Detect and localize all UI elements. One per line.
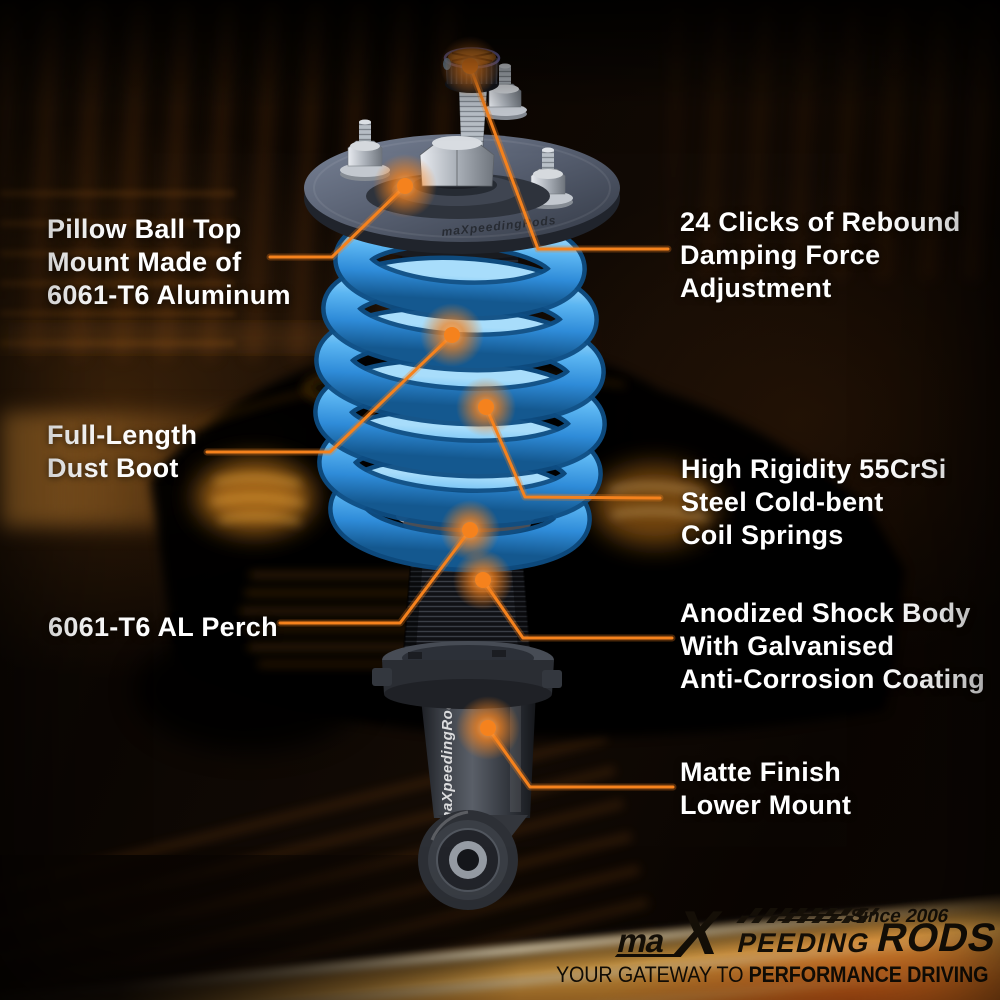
background-headlights: [197, 461, 717, 545]
callout-dots: [373, 36, 520, 760]
callout-dot-coil-springs: [456, 377, 516, 437]
callout-text-line: Damping Force: [680, 240, 881, 270]
callout-line-pillow-ball: [268, 184, 407, 259]
callout-text-line: Lower Mount: [680, 790, 852, 820]
callout-text-line: Anodized Shock Body: [680, 598, 971, 628]
callout-dot-pillow-ball: [373, 154, 437, 218]
mount-bolt-rear: [483, 63, 527, 120]
callout-dot-al-perch: [440, 500, 500, 560]
callout-text-line: Full-Length: [47, 420, 198, 450]
shock-body-brand-marking: maXpeedingRods: [439, 691, 456, 825]
callout-label-shock-body: Anodized Shock Body With Galvanised Anti…: [680, 597, 985, 696]
callout-text-line: Matte Finish: [680, 757, 842, 787]
lower-mount: [418, 810, 528, 910]
callout-text-line: Adjustment: [680, 273, 832, 303]
tagline-prefix: YOUR GATEWAY TO: [555, 962, 743, 987]
bushing-eyelet: [418, 810, 518, 910]
callout-text-line: Mount Made of: [47, 247, 242, 277]
callout-text-line: 6061-T6 Aluminum: [47, 280, 291, 310]
callout-label-dust-boot: Full-Length Dust Boot: [47, 419, 197, 485]
callout-text-line: Pillow Ball Top: [47, 214, 242, 244]
callout-label-rebound: 24 Clicks of Rebound Damping Force Adjus…: [680, 206, 961, 305]
callout-text-line: Anti-Corrosion Coating: [680, 664, 986, 694]
brand-logo: Since 2006 ma X PEEDING RODS YOUR GATEWA…: [556, 896, 1000, 1000]
callout-text-line: Dust Boot: [47, 453, 179, 483]
callout-text-line: 24 Clicks of Rebound: [680, 207, 961, 237]
tagline-emphasis: PERFORMANCE DRIVING: [748, 962, 988, 987]
callout-text-line: Coil Springs: [681, 520, 844, 550]
callout-dot-dust-boot: [420, 303, 484, 367]
wordmark-x: X: [670, 899, 728, 968]
callout-dot-lower-mount: [456, 696, 520, 760]
callout-label-coil-springs: High Rigidity 55CrSi Steel Cold-bent Coi…: [681, 453, 947, 552]
background-window-lights: [0, 190, 235, 355]
callout-label-lower-mount: Matte Finish Lower Mount: [680, 756, 851, 822]
wordmark-rods: RODS: [873, 916, 1000, 960]
wordmark-peeding: PEEDING: [734, 928, 874, 958]
callout-label-al-perch: 6061-T6 AL Perch: [48, 611, 278, 644]
lock-nut: [419, 136, 495, 187]
callout-line-dust-boot: [205, 333, 454, 454]
callout-label-pillow-ball: Pillow Ball Top Mount Made of 6061-T6 Al…: [47, 213, 291, 312]
callout-text-line: With Galvanised: [680, 631, 895, 661]
brand-tagline: YOUR GATEWAY TO PERFORMANCE DRIVING: [556, 962, 988, 988]
checkered-flag-icon: [736, 908, 880, 923]
callout-dot-rebound: [440, 36, 500, 96]
callout-text-line: High Rigidity 55CrSi: [681, 454, 947, 484]
callout-lines: [203, 62, 677, 791]
callout-line-al-perch: [278, 528, 472, 625]
background-city-streaks-right: [670, 0, 1000, 280]
callout-line-coil-springs: [484, 405, 662, 500]
spring-perch-collar: [372, 641, 562, 709]
callout-dot-shock-body: [453, 550, 513, 610]
callout-text-line: 6061-T6 AL Perch: [48, 612, 278, 642]
callout-text-line: Steel Cold-bent: [681, 487, 884, 517]
callout-line-rebound: [468, 64, 670, 251]
